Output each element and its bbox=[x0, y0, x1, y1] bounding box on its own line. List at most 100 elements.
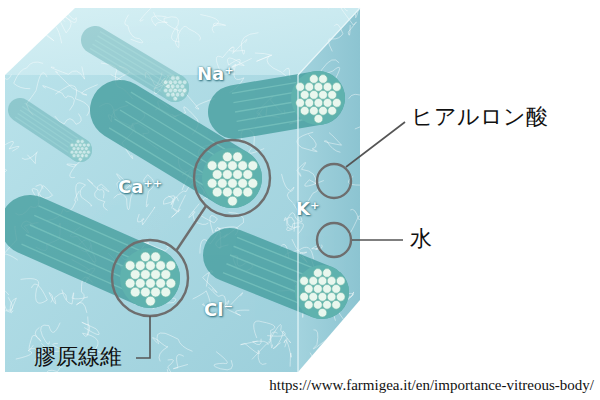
fibril-dot bbox=[135, 261, 145, 271]
mesh-strand bbox=[44, 367, 62, 388]
fibril-dot bbox=[141, 252, 151, 262]
mesh-strand bbox=[327, 335, 346, 359]
fibril-dot bbox=[76, 147, 80, 151]
fibril-dot bbox=[238, 161, 248, 171]
mesh-strand bbox=[0, 289, 13, 310]
fibril-dot bbox=[86, 143, 90, 147]
ion-label: K⁺ bbox=[296, 199, 319, 219]
mesh-strand bbox=[14, 62, 43, 89]
mesh-strand bbox=[175, 26, 200, 47]
mesh-strand bbox=[0, 298, 16, 325]
fibril-dot bbox=[161, 270, 171, 280]
fibril-dot bbox=[327, 277, 336, 286]
fibril-dot bbox=[319, 91, 328, 100]
mesh-strand bbox=[282, 174, 295, 203]
cube-top bbox=[5, 8, 360, 75]
fibril-line bbox=[98, 36, 178, 84]
fibril-dot bbox=[233, 152, 243, 162]
fibril-dot bbox=[332, 98, 341, 107]
fibril-dot bbox=[223, 187, 233, 197]
mesh-strand bbox=[153, 338, 168, 362]
mesh-strand bbox=[355, 97, 379, 129]
bundle-end bbox=[202, 148, 262, 208]
mesh-strand bbox=[310, 347, 330, 364]
fibril-dot bbox=[182, 88, 187, 93]
collagen-bundle bbox=[15, 103, 92, 162]
fibril-dot bbox=[80, 140, 84, 144]
fibril-dot bbox=[82, 150, 86, 154]
fibril-line bbox=[20, 110, 80, 150]
collagen-bundle bbox=[223, 237, 349, 319]
mesh-strand bbox=[255, 53, 272, 61]
bundle-end bbox=[295, 265, 349, 319]
mesh-strand bbox=[297, 162, 316, 183]
mesh-strand bbox=[55, 85, 89, 116]
mesh-strand bbox=[49, 293, 67, 304]
mesh-strand bbox=[152, 12, 168, 26]
fibril-dot bbox=[156, 261, 166, 271]
fibril-dot bbox=[173, 96, 178, 101]
fibril-dot bbox=[327, 292, 336, 301]
mesh-strand bbox=[267, 56, 291, 79]
mesh-strand bbox=[349, 215, 375, 234]
fibril-dot bbox=[336, 277, 345, 286]
cube-edge bbox=[297, 75, 298, 372]
fibril-dot bbox=[173, 80, 178, 85]
fibril-dot bbox=[310, 106, 319, 115]
fibril-dot bbox=[76, 154, 80, 158]
fibril-dot bbox=[305, 83, 314, 92]
mesh-strand bbox=[355, 0, 370, 18]
fibril-dot bbox=[175, 92, 180, 97]
bundle-body bbox=[30, 225, 150, 278]
mesh-strand bbox=[56, 71, 98, 95]
fibril-dot bbox=[217, 161, 227, 171]
fibril-dot bbox=[233, 187, 243, 197]
mesh-strand bbox=[325, 0, 338, 8]
fibril-dot bbox=[74, 143, 78, 147]
fibril-dot bbox=[125, 261, 135, 271]
fibril-dot bbox=[74, 150, 78, 154]
callout-circles bbox=[112, 140, 351, 316]
bundle-end bbox=[291, 71, 345, 125]
fibril-dot bbox=[228, 196, 238, 206]
fibril-dot bbox=[171, 92, 176, 97]
fibril-dot bbox=[212, 170, 222, 180]
mesh-strand bbox=[97, 184, 109, 198]
mesh-strand bbox=[0, 168, 7, 184]
fibril-dot bbox=[304, 285, 313, 294]
mesh-strand bbox=[76, 183, 92, 206]
mesh-strand bbox=[51, 66, 85, 79]
fibril-dot bbox=[309, 292, 318, 301]
mesh-strand bbox=[214, 352, 233, 370]
callout-label: 水 bbox=[410, 227, 432, 251]
fibril-dot bbox=[207, 179, 217, 189]
mesh-strand bbox=[229, 33, 258, 55]
fibril-dot bbox=[180, 84, 185, 89]
fibril-dot bbox=[314, 300, 323, 309]
fibril-dot bbox=[314, 114, 323, 123]
fibril-line bbox=[226, 264, 318, 301]
fibril-dot bbox=[323, 269, 332, 278]
fibril-dot bbox=[76, 140, 80, 144]
mesh-strand bbox=[21, 279, 48, 304]
fibril-dot bbox=[223, 170, 233, 180]
mesh-strand bbox=[29, 30, 54, 48]
fibril-dot bbox=[318, 277, 327, 286]
mesh-strand bbox=[270, 325, 291, 343]
fibril-dot bbox=[130, 270, 140, 280]
fibril-dot bbox=[310, 91, 319, 100]
fibril-dot bbox=[332, 285, 341, 294]
fibril-dot bbox=[82, 143, 86, 147]
fibril-line bbox=[25, 103, 85, 143]
collagen-bundle bbox=[232, 71, 345, 131]
fibril-dot bbox=[223, 152, 233, 162]
mesh-strand bbox=[0, 7, 24, 28]
fibril-dot bbox=[163, 80, 168, 85]
ion-label: Na⁺ bbox=[197, 64, 234, 84]
cube-edge bbox=[298, 8, 360, 75]
fibril-dot bbox=[161, 287, 171, 297]
fibril-dot bbox=[166, 84, 171, 89]
mesh-strand bbox=[200, 15, 225, 33]
mesh-strand bbox=[137, 207, 155, 225]
